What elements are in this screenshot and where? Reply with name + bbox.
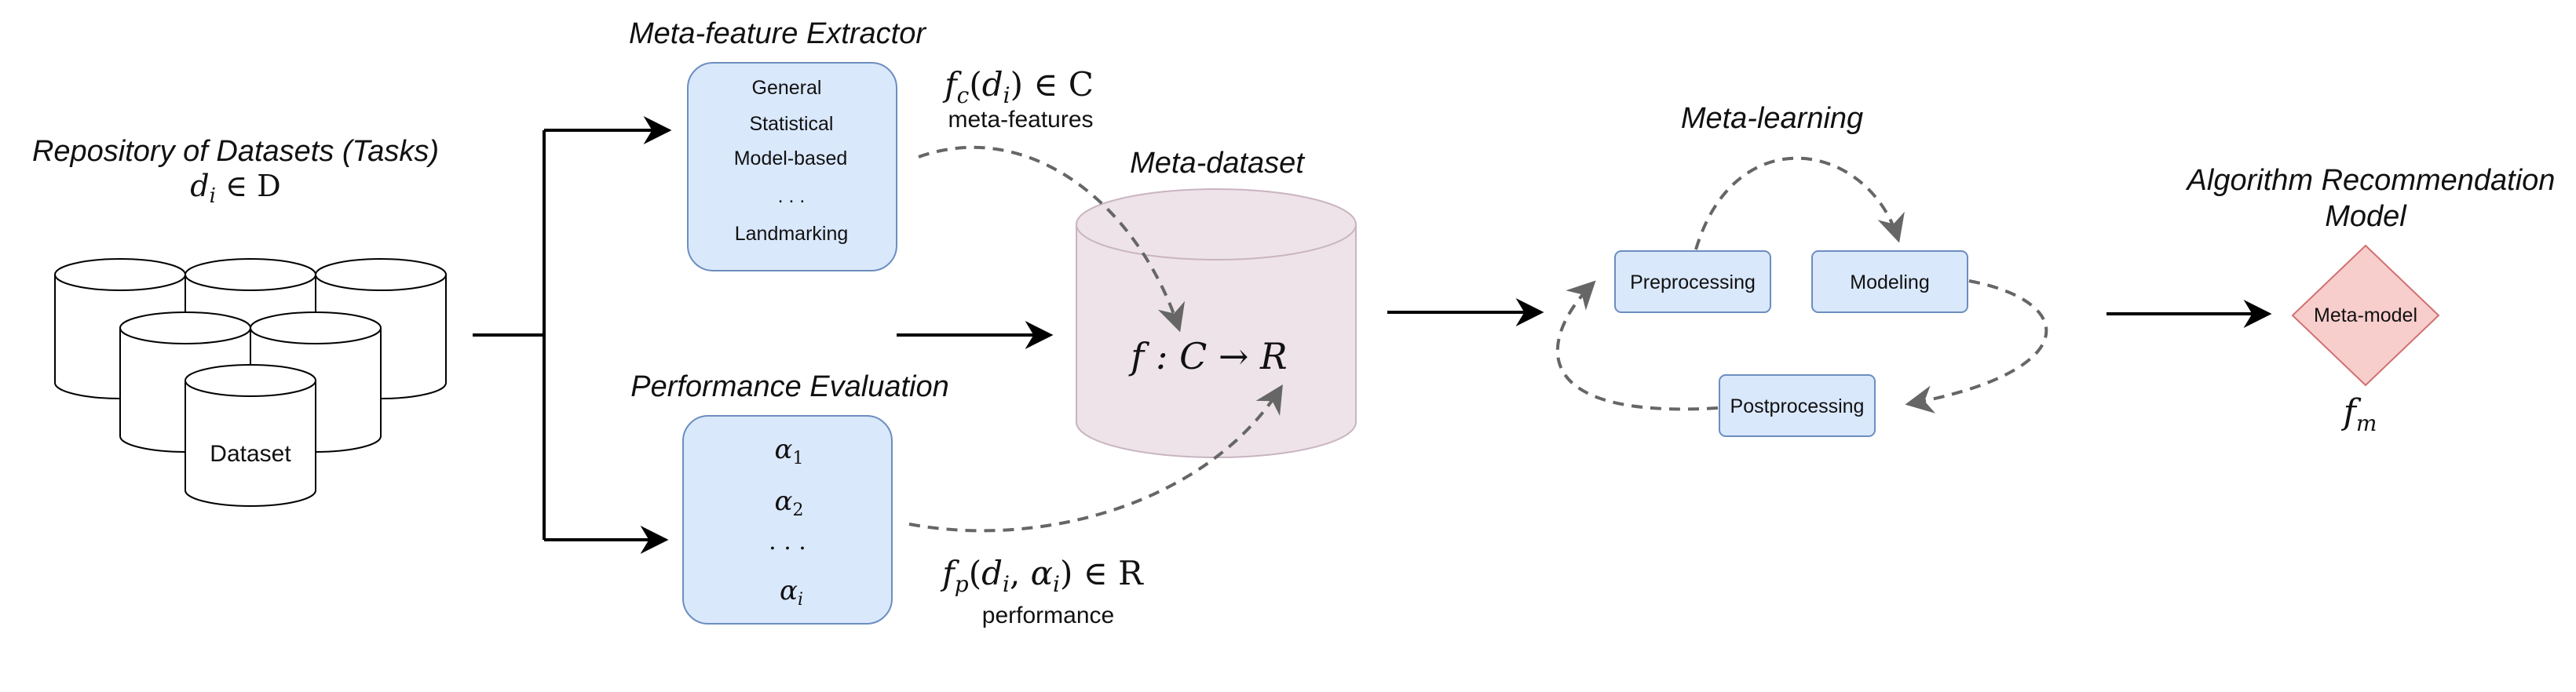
extractor-item-ellipsis: . . . bbox=[778, 185, 806, 207]
extractor-item-general: General bbox=[752, 77, 822, 99]
evaluation-item-alpha-1: α1 bbox=[775, 434, 804, 468]
recommendation-title-line2: Model bbox=[2325, 200, 2407, 233]
repository-math: di ∈ D bbox=[190, 169, 280, 208]
evaluation-caption: performance bbox=[982, 603, 1114, 628]
extractor-formula: fc(di) ∈ C bbox=[942, 65, 1094, 108]
evaluation-item-alpha-2: α2 bbox=[775, 486, 804, 520]
meta-model-formula: fm bbox=[2341, 392, 2377, 436]
evaluation-item-alpha-i: αi bbox=[780, 575, 803, 610]
dashed-arrow-meta-features bbox=[918, 145, 1186, 333]
meta-dataset-title: Meta-dataset bbox=[1130, 147, 1305, 180]
postprocessing-box bbox=[1719, 374, 1876, 437]
meta-model-label: Meta-model bbox=[2314, 304, 2417, 326]
dashed-arrow-model-to-post bbox=[1905, 279, 2048, 413]
meta-learning-title: Meta-learning bbox=[1681, 102, 1863, 135]
repository-title: Repository of Datasets (Tasks) bbox=[32, 135, 439, 168]
evaluation-formula: fp(di, αi) ∈ R bbox=[940, 554, 1144, 597]
extractor-item-landmarking: Landmarking bbox=[735, 223, 849, 245]
dataset-cylinder-front bbox=[185, 364, 316, 507]
preprocessing-box bbox=[1614, 250, 1771, 313]
dataset-cylinder-stack bbox=[54, 258, 447, 507]
extractor-title: Meta-feature Extractor bbox=[629, 17, 926, 50]
postprocessing-label: Postprocessing bbox=[1730, 395, 1865, 417]
dashed-arrow-post-to-pre bbox=[1555, 280, 1719, 411]
meta-dataset-formula: f : C → R bbox=[1128, 335, 1287, 377]
meta-model-diamond bbox=[2291, 244, 2440, 387]
extractor-item-model-based: Model-based bbox=[734, 148, 848, 169]
extractor-item-statistical: Statistical bbox=[750, 113, 834, 135]
preprocessing-label: Preprocessing bbox=[1630, 271, 1756, 293]
branch-connector bbox=[473, 116, 672, 554]
dashed-arrow-pre-to-model bbox=[1694, 156, 1905, 250]
dataset-label: Dataset bbox=[210, 441, 291, 467]
dashed-arrow-performance bbox=[908, 384, 1283, 533]
evaluation-box bbox=[682, 415, 893, 625]
meta-dataset-cylinder bbox=[1076, 188, 1357, 458]
evaluation-item-ellipsis: . . . bbox=[769, 528, 806, 555]
modeling-label: Modeling bbox=[1850, 271, 1929, 293]
modeling-box bbox=[1811, 250, 1968, 313]
extractor-box bbox=[687, 62, 897, 271]
recommendation-title-line1: Algorithm Recommendation bbox=[2186, 164, 2556, 197]
evaluation-title: Performance Evaluation bbox=[630, 370, 949, 403]
extractor-caption: meta-features bbox=[948, 107, 1093, 133]
